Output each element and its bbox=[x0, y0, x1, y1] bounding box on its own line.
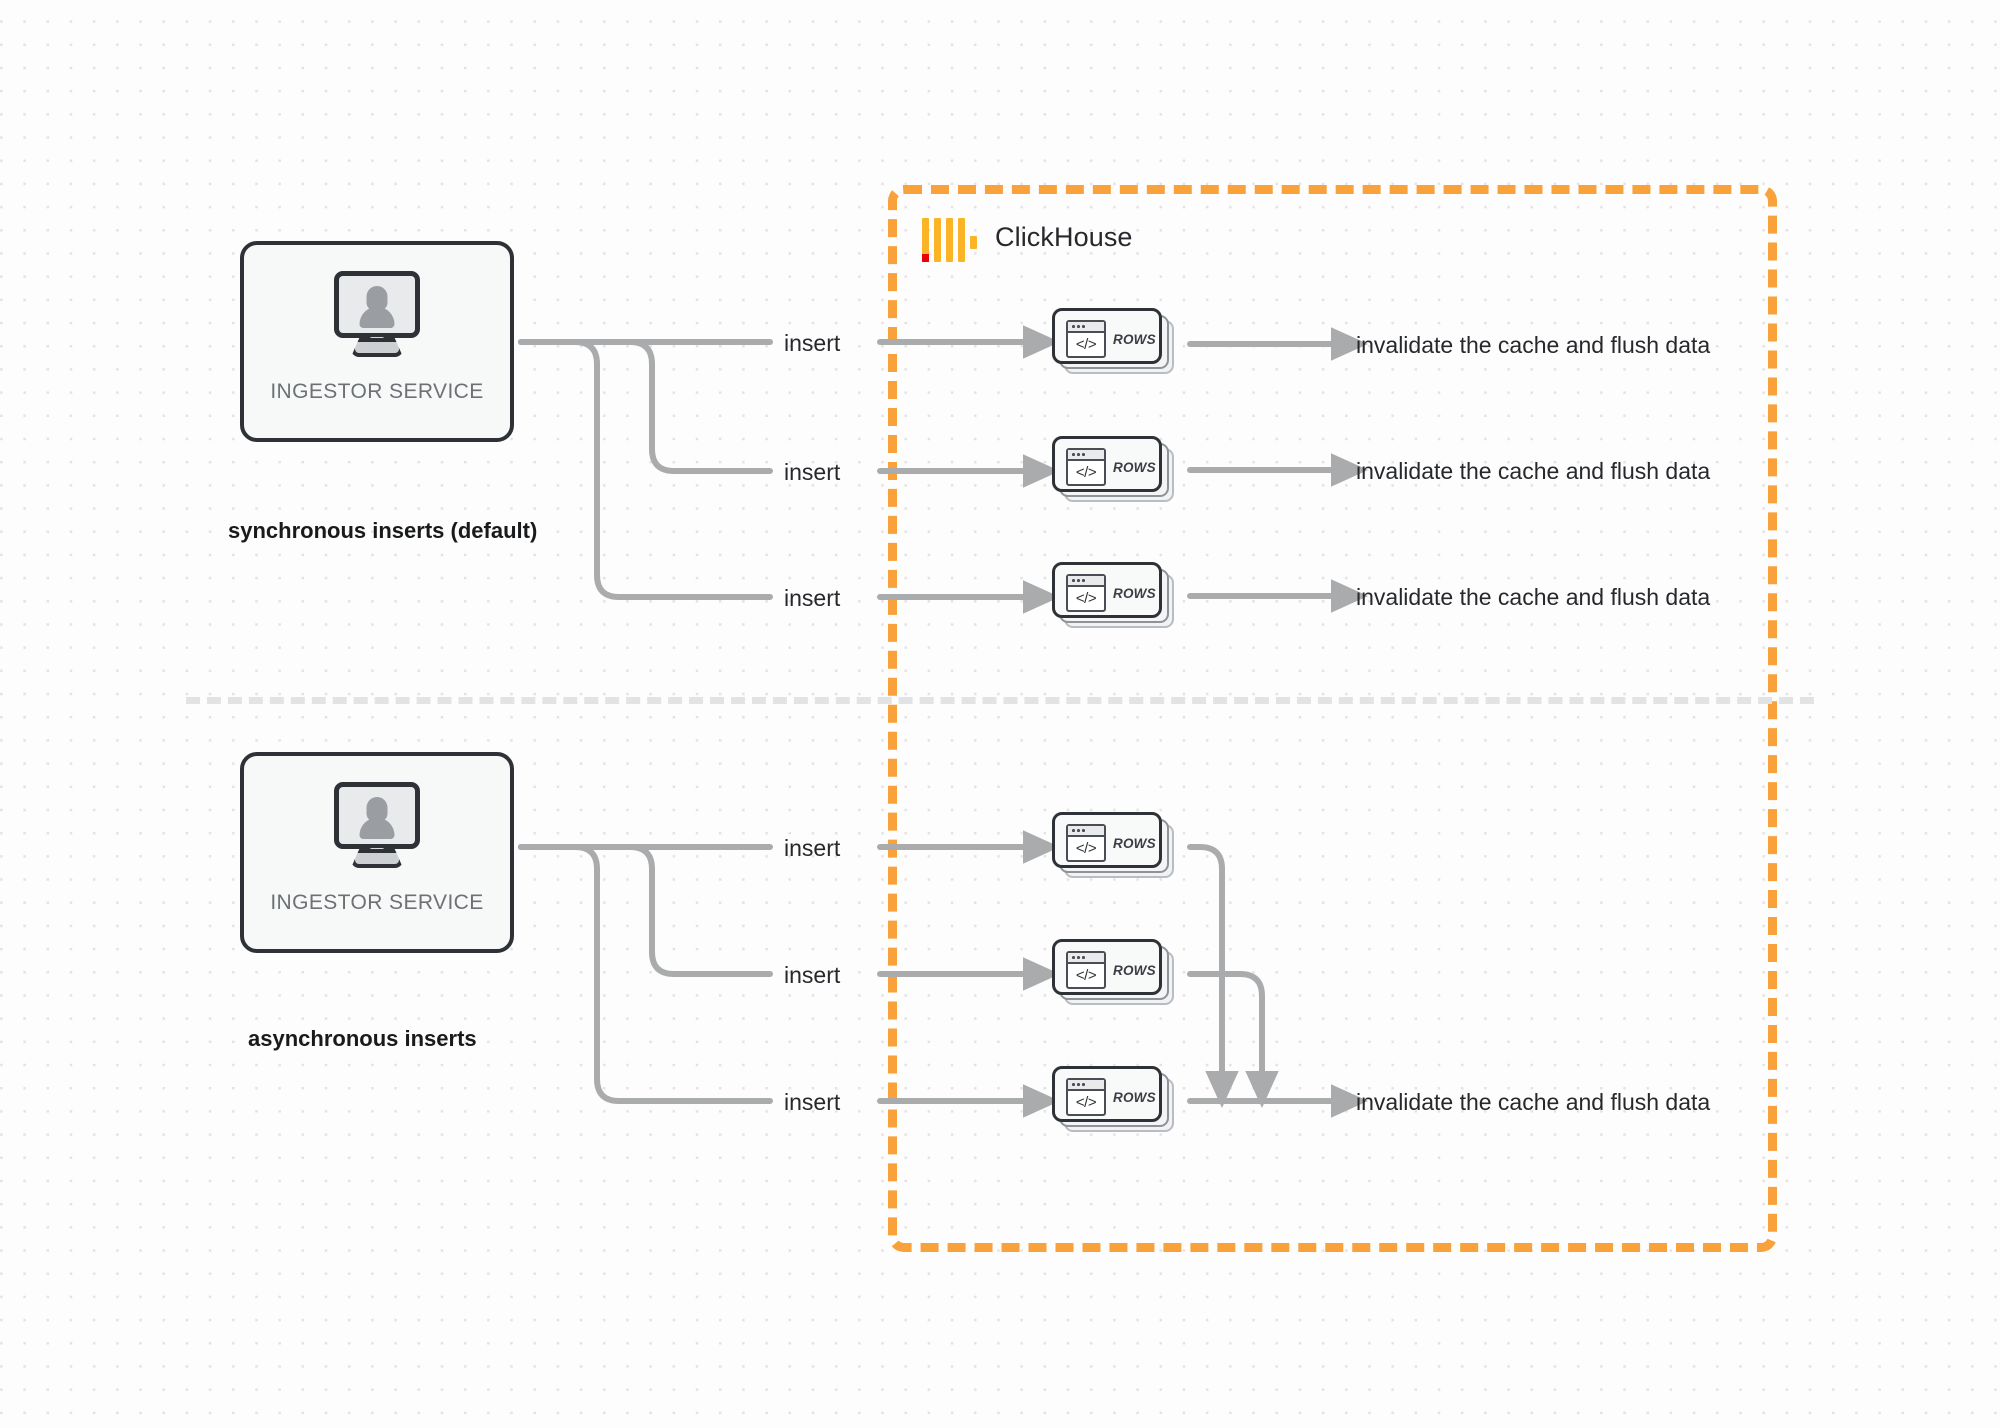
rows-node-async-1[interactable]: </> ROWS bbox=[1052, 812, 1176, 878]
rows-card-front: </> ROWS bbox=[1052, 812, 1162, 868]
clickhouse-logo-icon bbox=[922, 218, 977, 262]
section-caption-asynchronous: asynchronous inserts bbox=[248, 1026, 477, 1051]
window-dot-3 bbox=[1082, 956, 1085, 959]
window-titlebar bbox=[1068, 576, 1104, 587]
code-window-icon: </> bbox=[1066, 448, 1106, 486]
window-dot-3 bbox=[1082, 829, 1085, 832]
logo-red-marker bbox=[922, 254, 929, 262]
code-window-icon: </> bbox=[1066, 824, 1106, 862]
logo-accent-square bbox=[970, 236, 977, 249]
monitor-stand bbox=[351, 849, 403, 868]
window-titlebar bbox=[1068, 826, 1104, 837]
rows-card-front: </> ROWS bbox=[1052, 939, 1162, 995]
insert-label-sync-1: insert bbox=[784, 330, 841, 356]
section-divider bbox=[186, 697, 1814, 704]
window-dot-1 bbox=[1072, 579, 1075, 582]
ingestor-service-label: INGESTOR SERVICE bbox=[270, 891, 484, 914]
code-glyph: </> bbox=[1075, 1093, 1097, 1111]
window-dot-1 bbox=[1072, 325, 1075, 328]
window-dot-2 bbox=[1077, 453, 1080, 456]
window-titlebar bbox=[1068, 322, 1104, 333]
code-window-icon: </> bbox=[1066, 1078, 1106, 1116]
window-dot-2 bbox=[1077, 325, 1080, 328]
window-titlebar bbox=[1068, 953, 1104, 964]
outcome-label-sync-1: invalidate the cache and flush data bbox=[1356, 332, 1711, 358]
code-window-icon: </> bbox=[1066, 951, 1106, 989]
monitor-user-icon bbox=[331, 271, 423, 357]
window-dot-2 bbox=[1077, 579, 1080, 582]
section-caption-synchronous: synchronous inserts (default) bbox=[228, 518, 538, 543]
rows-label: ROWS bbox=[1113, 331, 1156, 347]
window-titlebar bbox=[1068, 450, 1104, 461]
window-dot-3 bbox=[1082, 453, 1085, 456]
window-dot-1 bbox=[1072, 956, 1075, 959]
ingestor-service-sync[interactable]: INGESTOR SERVICE bbox=[240, 241, 514, 442]
rows-node-async-2[interactable]: </> ROWS bbox=[1052, 939, 1176, 1005]
monitor-stand bbox=[351, 338, 403, 357]
ingestor-service-async[interactable]: INGESTOR SERVICE bbox=[240, 752, 514, 953]
outcome-label-sync-3: invalidate the cache and flush data bbox=[1356, 584, 1711, 610]
rows-label: ROWS bbox=[1113, 585, 1156, 601]
code-glyph: </> bbox=[1075, 839, 1097, 857]
rows-card-front: </> ROWS bbox=[1052, 562, 1162, 618]
rows-node-sync-1[interactable]: </> ROWS bbox=[1052, 308, 1176, 374]
rows-node-sync-3[interactable]: </> ROWS bbox=[1052, 562, 1176, 628]
window-dot-2 bbox=[1077, 829, 1080, 832]
window-dot-2 bbox=[1077, 1083, 1080, 1086]
window-dot-3 bbox=[1082, 325, 1085, 328]
code-window-icon: </> bbox=[1066, 320, 1106, 358]
insert-label-sync-3: insert bbox=[784, 585, 841, 611]
rows-card-front: </> ROWS bbox=[1052, 436, 1162, 492]
code-glyph: </> bbox=[1075, 589, 1097, 607]
user-body bbox=[359, 818, 395, 839]
clickhouse-boundary bbox=[888, 185, 1777, 1252]
monitor-user-icon bbox=[331, 782, 423, 868]
code-window-icon: </> bbox=[1066, 574, 1106, 612]
rows-label: ROWS bbox=[1113, 962, 1156, 978]
outcome-label-async-merged: invalidate the cache and flush data bbox=[1356, 1089, 1711, 1115]
rows-card-front: </> ROWS bbox=[1052, 1066, 1162, 1122]
rows-node-async-3[interactable]: </> ROWS bbox=[1052, 1066, 1176, 1132]
code-glyph: </> bbox=[1075, 335, 1097, 353]
code-glyph: </> bbox=[1075, 463, 1097, 481]
code-glyph: </> bbox=[1075, 966, 1097, 984]
rows-label: ROWS bbox=[1113, 1089, 1156, 1105]
outcome-label-sync-2: invalidate the cache and flush data bbox=[1356, 458, 1711, 484]
logo-bar-4 bbox=[958, 218, 965, 262]
window-dot-1 bbox=[1072, 829, 1075, 832]
user-head bbox=[366, 286, 388, 311]
logo-bar-1 bbox=[922, 218, 929, 262]
rows-card-front: </> ROWS bbox=[1052, 308, 1162, 364]
insert-label-sync-2: insert bbox=[784, 459, 841, 485]
monitor-screen bbox=[334, 782, 420, 849]
insert-label-async-2: insert bbox=[784, 962, 841, 988]
window-dot-3 bbox=[1082, 579, 1085, 582]
rows-label: ROWS bbox=[1113, 835, 1156, 851]
logo-bar-2 bbox=[934, 218, 941, 262]
window-dot-2 bbox=[1077, 956, 1080, 959]
user-head bbox=[366, 797, 388, 822]
window-titlebar bbox=[1068, 1080, 1104, 1091]
insert-label-async-1: insert bbox=[784, 835, 841, 861]
insert-label-async-3: insert bbox=[784, 1089, 841, 1115]
user-body bbox=[359, 307, 395, 328]
window-dot-1 bbox=[1072, 1083, 1075, 1086]
window-dot-1 bbox=[1072, 453, 1075, 456]
window-dot-3 bbox=[1082, 1083, 1085, 1086]
rows-label: ROWS bbox=[1113, 459, 1156, 475]
rows-node-sync-2[interactable]: </> ROWS bbox=[1052, 436, 1176, 502]
monitor-screen bbox=[334, 271, 420, 338]
clickhouse-label: ClickHouse bbox=[995, 222, 1133, 252]
logo-bar-3 bbox=[946, 218, 953, 262]
ingestor-service-label: INGESTOR SERVICE bbox=[270, 380, 484, 403]
